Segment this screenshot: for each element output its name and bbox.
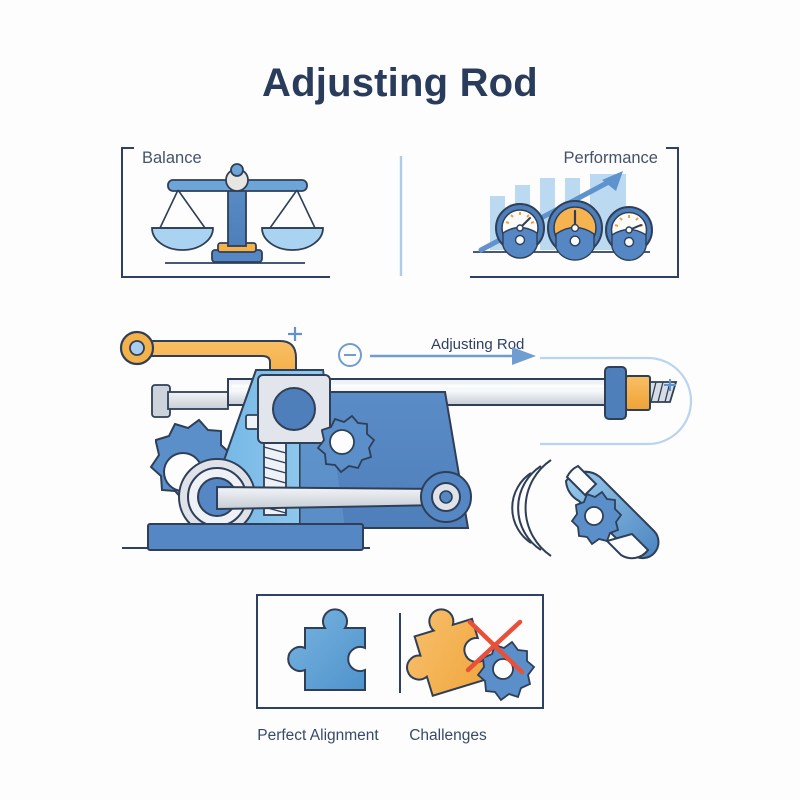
- performance-gauges-icon: [473, 171, 653, 262]
- caption-challenges: Challenges: [409, 727, 487, 744]
- plus-marker-right: [664, 379, 676, 391]
- panel-performance: Performance: [470, 147, 679, 278]
- flow-indicator: Adjusting Rod: [338, 336, 536, 367]
- panel-performance-label: Performance: [564, 149, 658, 167]
- rod-end-assembly: [604, 366, 678, 420]
- small-gear-icon: [570, 490, 623, 546]
- minus-circle-icon: [338, 343, 362, 367]
- panel-balance: Balance: [121, 147, 330, 278]
- bottom-panel-frame: [256, 594, 544, 709]
- handle-knob: [119, 330, 155, 366]
- balance-bracket: [121, 147, 330, 278]
- plus-marker-left: [288, 327, 302, 341]
- bottom-panel: Perfect Alignment Challenges: [256, 594, 544, 744]
- connecting-rod: [216, 485, 443, 511]
- panel-balance-label: Balance: [142, 149, 202, 167]
- performance-bracket: [470, 147, 679, 278]
- caption-perfect-alignment: Perfect Alignment: [257, 727, 379, 744]
- balance-scale-icon: [151, 163, 324, 264]
- challenge-gear-icon: [476, 640, 536, 702]
- flow-label: Adjusting Rod: [431, 336, 524, 353]
- arrow-right-icon: [370, 347, 536, 365]
- page-title: Adjusting Rod: [262, 61, 538, 105]
- base-plate: [147, 523, 364, 551]
- gauge-1: [495, 203, 545, 259]
- gauge-3: [605, 206, 653, 262]
- gauge-2: [547, 200, 603, 261]
- puzzle-piece-gear-cross-icon: [406, 608, 536, 702]
- adjusting-rod-machine: [119, 327, 678, 551]
- small-gear: [316, 414, 376, 474]
- red-cross-icon: [465, 619, 525, 675]
- rod-nut: [625, 375, 651, 411]
- left-bolt: [151, 384, 229, 418]
- crank-wheel: [420, 471, 472, 523]
- rod-bracket: [540, 356, 693, 446]
- wrench-icon: [511, 459, 660, 560]
- rod-collar: [604, 366, 627, 420]
- slide-block: [257, 374, 331, 444]
- puzzle-piece-icon: [287, 608, 366, 691]
- motion-arcs: [511, 459, 552, 557]
